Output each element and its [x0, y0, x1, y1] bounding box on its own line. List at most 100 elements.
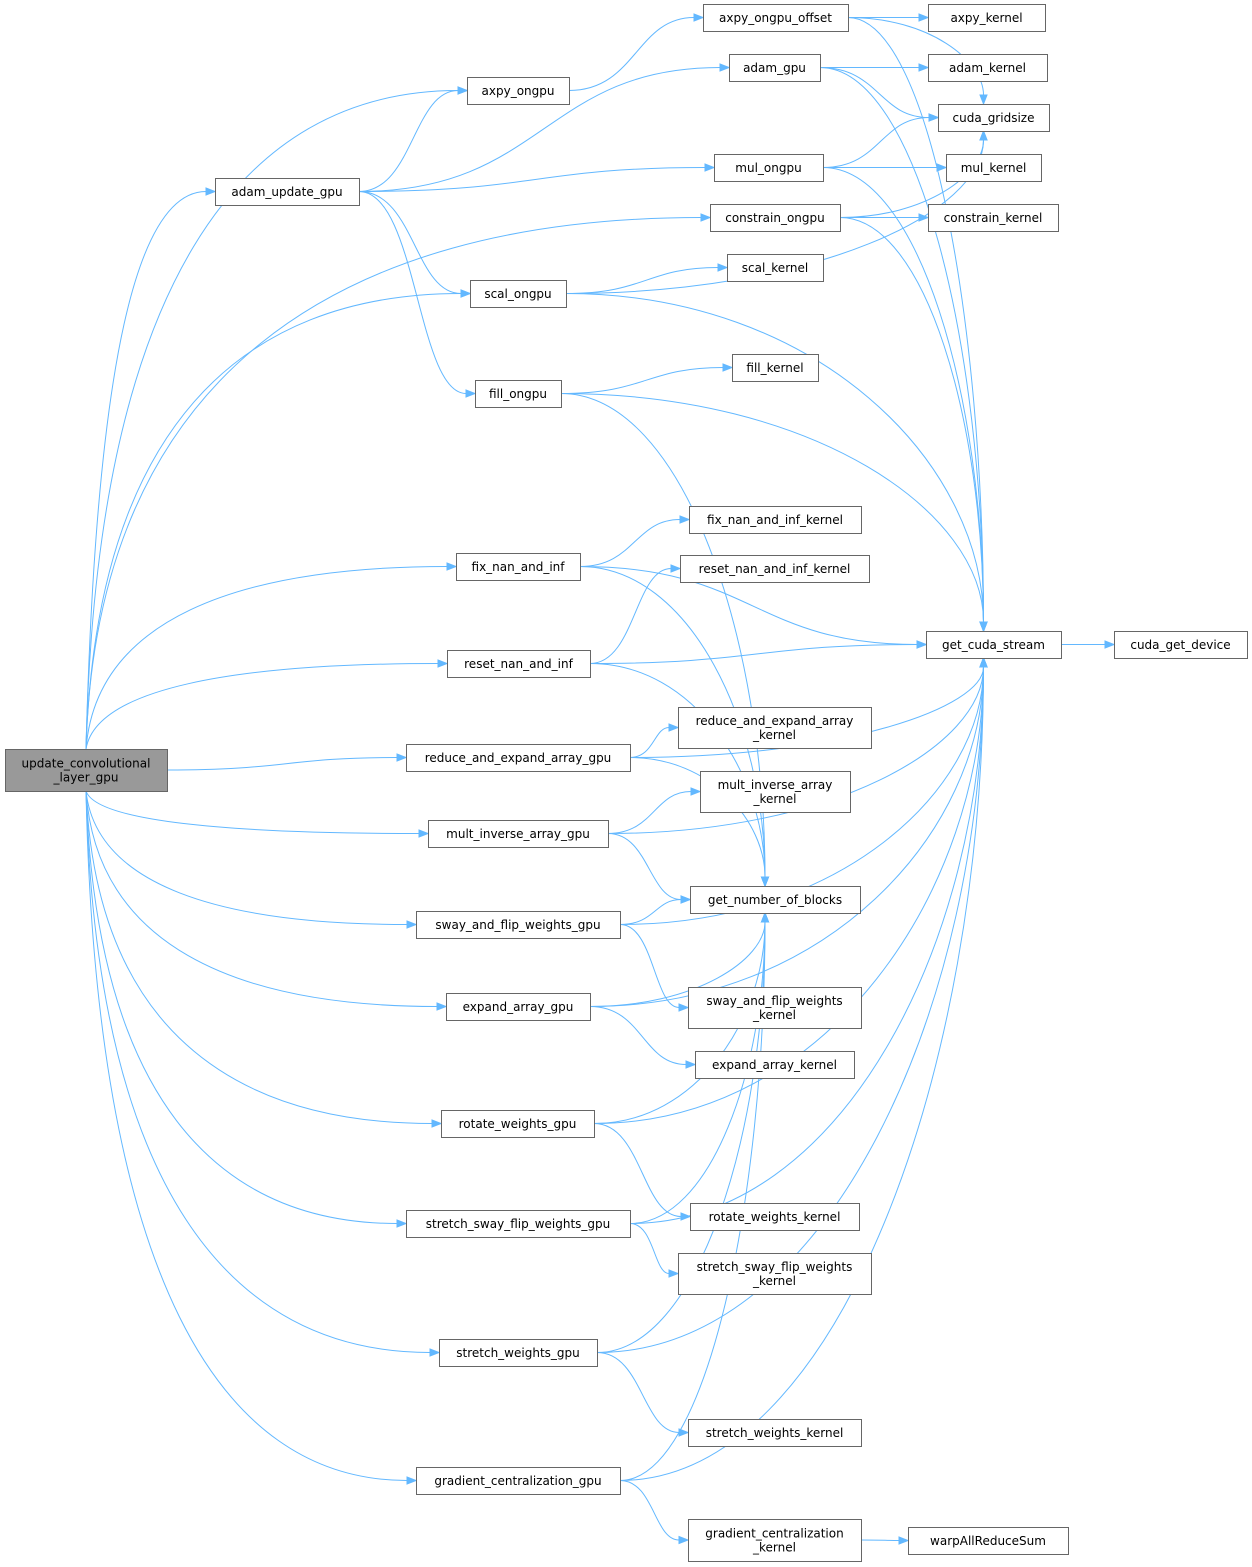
node-box: [928, 204, 1059, 232]
arrowhead-icon: [396, 1219, 408, 1228]
node-cuda-get-device[interactable]: cuda_get_device: [1114, 631, 1248, 659]
node-label: mult_inverse_array_gpu: [446, 827, 590, 841]
edge-stretch_sway_flip_weights_gpu-to-get_number_of_blocks: [629, 921, 766, 1224]
node-scal-kernel[interactable]: scal_kernel: [727, 254, 824, 282]
node-warpAllReduceSum[interactable]: warpAllReduceSum: [908, 1527, 1069, 1555]
arrowhead-icon: [704, 163, 716, 172]
edge-gradient_centralization_gpu-to-get_number_of_blocks: [619, 921, 766, 1481]
arrowhead-icon: [670, 564, 682, 573]
node-axpy-kernel[interactable]: axpy_kernel: [928, 4, 1046, 32]
node-stretch-weights-gpu[interactable]: stretch_weights_gpu: [439, 1339, 598, 1367]
node-rotate-weights-gpu[interactable]: rotate_weights_gpu: [441, 1110, 595, 1138]
edge-gradient_centralization_kernel-to-warpAllReduceSum: [860, 1539, 900, 1541]
edge-root-to-reduce_and_expand_array_gpu: [166, 757, 398, 771]
node-label: scal_kernel: [742, 261, 809, 275]
edge-constrain_ongpu-to-cuda_gridsize: [839, 139, 984, 218]
arrowhead-icon: [979, 656, 988, 668]
node-reduce-and-expand-array-gpu[interactable]: reduce_and_expand_array_gpu: [406, 744, 631, 772]
arrowhead-icon: [457, 86, 469, 95]
node-scal-ongpu[interactable]: scal_ongpu: [470, 280, 567, 308]
arrowhead-icon: [418, 829, 430, 838]
node-constrain-kernel[interactable]: constrain_kernel: [928, 204, 1059, 232]
arrowhead-icon: [693, 13, 705, 22]
node-adam-update-gpu[interactable]: adam_update_gpu: [215, 178, 360, 206]
node-get-number-of-blocks[interactable]: get_number_of_blocks: [690, 886, 861, 914]
arrowhead-icon: [719, 63, 731, 72]
node-label: reduce_and_expand_array_gpu: [425, 751, 612, 765]
edge-stretch_sway_flip_weights_gpu-to-stretch_sway_flip_weights_kernel: [629, 1223, 670, 1274]
arrowhead-icon: [668, 1269, 680, 1278]
node-fill-ongpu[interactable]: fill_ongpu: [475, 380, 562, 408]
node-expand-array-kernel[interactable]: expand_array_kernel: [695, 1051, 855, 1079]
node-box: [688, 987, 862, 1029]
node-box: [678, 707, 872, 749]
node-adam-gpu[interactable]: adam_gpu: [729, 54, 821, 82]
node-box: [926, 631, 1062, 659]
node-label: expand_array_gpu: [463, 1000, 574, 1014]
node-label: get_number_of_blocks: [708, 893, 842, 907]
node-label: reset_nan_and_inf_kernel: [699, 562, 851, 576]
edge-root-to-rotate_weights_gpu: [85, 790, 433, 1124]
edge-root-to-adam_update_gpu: [85, 191, 207, 750]
arrowhead-icon: [898, 1536, 910, 1545]
node-expand-array-gpu[interactable]: expand_array_gpu: [446, 993, 591, 1021]
arrowhead-icon: [431, 1119, 443, 1128]
node-reset-nan-and-inf-kernel[interactable]: reset_nan_and_inf_kernel: [680, 555, 870, 583]
node-mult-inverse-array-kernel[interactable]: mult_inverse_array_kernel: [700, 771, 851, 813]
edge-mult_inverse_array_gpu-to-get_cuda_stream: [607, 666, 984, 834]
node-fix-nan-and-inf-kernel[interactable]: fix_nan_and_inf_kernel: [689, 506, 862, 534]
edge-fix_nan_and_inf-to-get_cuda_stream: [579, 566, 918, 645]
edge-mul_ongpu-to-get_cuda_stream: [822, 167, 984, 623]
edge-reduce_and_expand_array_gpu-to-get_cuda_stream: [629, 666, 984, 758]
node-stretch-sway-flip-weights-gpu[interactable]: stretch_sway_flip_weights_gpu: [406, 1210, 631, 1238]
arrowhead-icon: [437, 659, 449, 668]
node-box: [1114, 631, 1248, 659]
node-label: mul_ongpu: [735, 161, 801, 175]
node-constrain-ongpu[interactable]: constrain_ongpu: [710, 204, 841, 232]
node-sway-and-flip-weights-gpu[interactable]: sway_and_flip_weights_gpu: [416, 911, 621, 939]
node-get-cuda-stream[interactable]: get_cuda_stream: [926, 631, 1062, 659]
node-fix-nan-and-inf[interactable]: fix_nan_and_inf: [456, 553, 581, 581]
node-sway-and-flip-weights-kernel[interactable]: sway_and_flip_weights_kernel: [688, 987, 862, 1029]
node-label: constrain_ongpu: [725, 211, 825, 225]
node-box: [714, 154, 824, 182]
node-gradient-centralization-gpu[interactable]: gradient_centralization_gpu: [416, 1467, 621, 1495]
edge-root-to-constrain_ongpu: [85, 217, 702, 750]
arrowhead-icon: [396, 753, 408, 762]
arrowhead-icon: [429, 1348, 441, 1357]
node-label: stretch_weights_gpu: [456, 1346, 579, 1360]
node-label: axpy_ongpu: [482, 84, 555, 98]
node-reset-nan-and-inf[interactable]: reset_nan_and_inf: [447, 650, 591, 678]
edge-root-to-fix_nan_and_inf: [85, 566, 448, 750]
node-label: axpy_kernel: [950, 11, 1022, 25]
arrowhead-icon: [685, 1060, 697, 1069]
arrowhead-icon: [760, 876, 770, 888]
node-mul-ongpu[interactable]: mul_ongpu: [714, 154, 824, 182]
edge-adam_update_gpu-to-scal_ongpu: [358, 191, 462, 294]
node-stretch-sway-flip-weights-kernel[interactable]: stretch_sway_flip_weights_kernel: [678, 1253, 872, 1295]
node-axpy-ongpu[interactable]: axpy_ongpu: [467, 77, 570, 105]
edge-reset_nan_and_inf-to-get_cuda_stream: [589, 644, 918, 664]
node-box: [946, 154, 1042, 182]
edge-rotate_weights_gpu-to-rotate_weights_kernel: [593, 1123, 682, 1217]
node-label: constrain_kernel: [944, 211, 1043, 225]
node-mul-kernel[interactable]: mul_kernel: [946, 154, 1042, 182]
edge-scal_ongpu-to-scal_kernel: [565, 267, 719, 294]
arrowhead-icon: [406, 920, 418, 929]
node-gradient-centralization-kernel[interactable]: gradient_centralization_kernel: [688, 1519, 862, 1562]
node-cuda-gridsize[interactable]: cuda_gridsize: [938, 104, 1050, 132]
arrowhead-icon: [205, 187, 217, 196]
node-reduce-and-expand-array-kernel[interactable]: reduce_and_expand_array_kernel: [678, 707, 872, 749]
node-axpy-ongpu-offset[interactable]: axpy_ongpu_offset: [703, 4, 849, 32]
node-adam-kernel[interactable]: adam_kernel: [928, 54, 1048, 82]
node-fill-kernel[interactable]: fill_kernel: [732, 354, 819, 382]
node-stretch-weights-kernel[interactable]: stretch_weights_kernel: [688, 1419, 862, 1447]
edge-fix_nan_and_inf-to-get_number_of_blocks: [579, 566, 766, 878]
node-root[interactable]: update_convolutional_layer_gpu: [5, 749, 168, 792]
node-mult-inverse-array-gpu[interactable]: mult_inverse_array_gpu: [428, 820, 609, 848]
node-box: [928, 4, 1046, 32]
node-box: [416, 911, 621, 939]
arrowhead-icon: [436, 1002, 448, 1011]
node-box: [5, 749, 168, 792]
node-rotate-weights-kernel[interactable]: rotate_weights_kernel: [690, 1203, 860, 1231]
